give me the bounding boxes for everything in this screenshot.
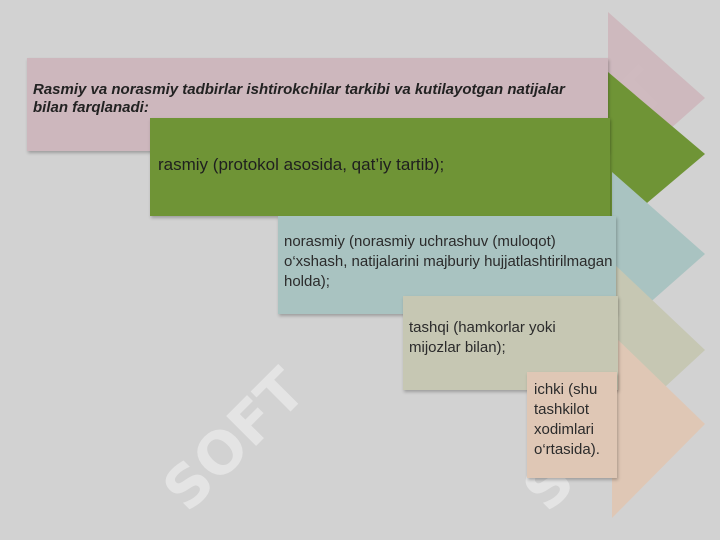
- step4-text: ichki (shu tashkilot xodimlari o‘rtasida…: [534, 381, 600, 458]
- title-text: Rasmiy va norasmiy tadbirlar ishtirokchi…: [33, 81, 565, 116]
- step2-text: norasmiy (norasmiy uchrashuv (muloqot) o…: [284, 233, 613, 290]
- step1-band: [150, 118, 610, 216]
- arrow-step4: [612, 334, 705, 518]
- step1-text: rasmiy (protokol asosida, qat’iy tartib)…: [158, 155, 445, 174]
- step4-band: [527, 372, 617, 478]
- step3-text: tashqi (hamkorlar yoki mijozlar bilan);: [409, 319, 556, 356]
